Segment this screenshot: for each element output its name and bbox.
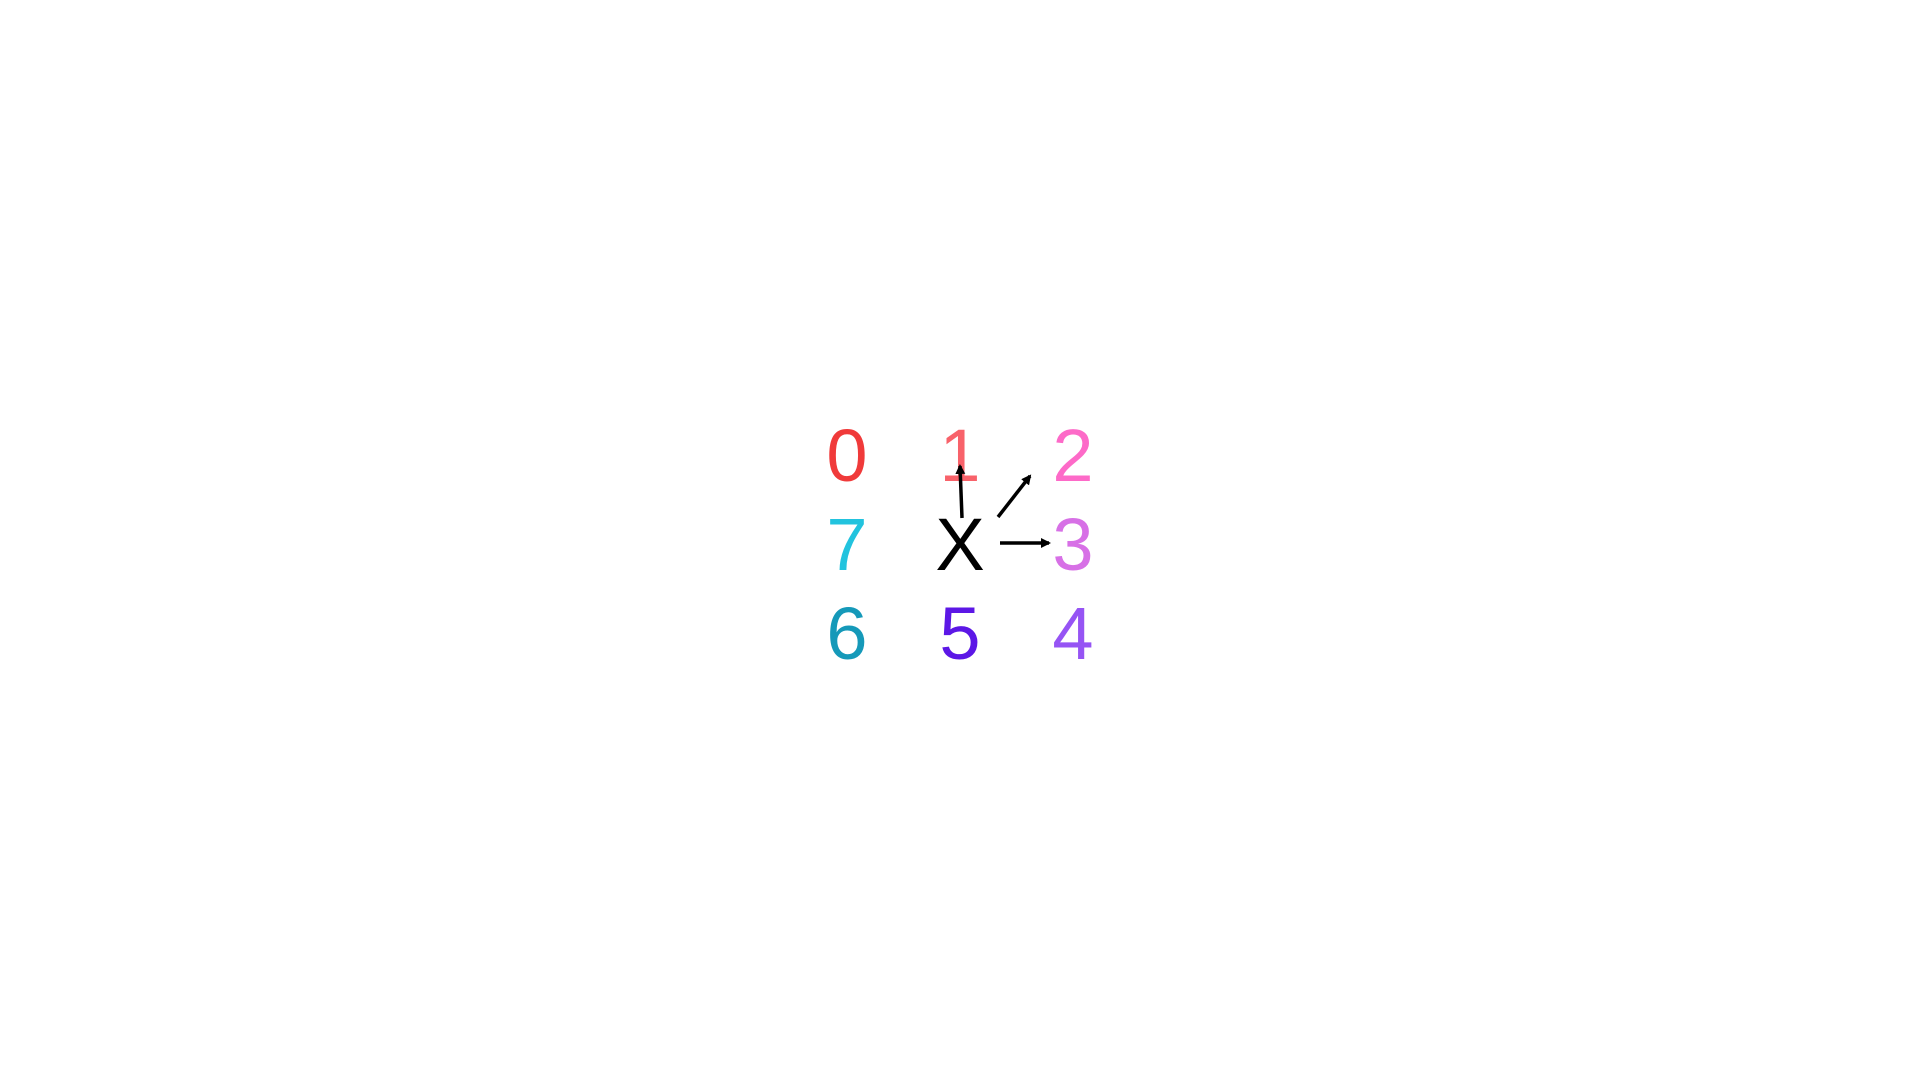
cell-5-label: 5 xyxy=(939,592,980,675)
cell-4-label: 4 xyxy=(1052,592,1093,675)
cell-2-label: 2 xyxy=(1052,414,1093,497)
cell-7-label: 7 xyxy=(826,503,867,586)
cell-6-label: 6 xyxy=(826,592,867,675)
arrow-x-to-1 xyxy=(955,464,966,519)
arrow-x-to-2 xyxy=(996,474,1032,519)
cell-0-label: 0 xyxy=(826,414,867,497)
center-x-label: X xyxy=(935,503,984,586)
cell-3-label: 3 xyxy=(1052,503,1093,586)
